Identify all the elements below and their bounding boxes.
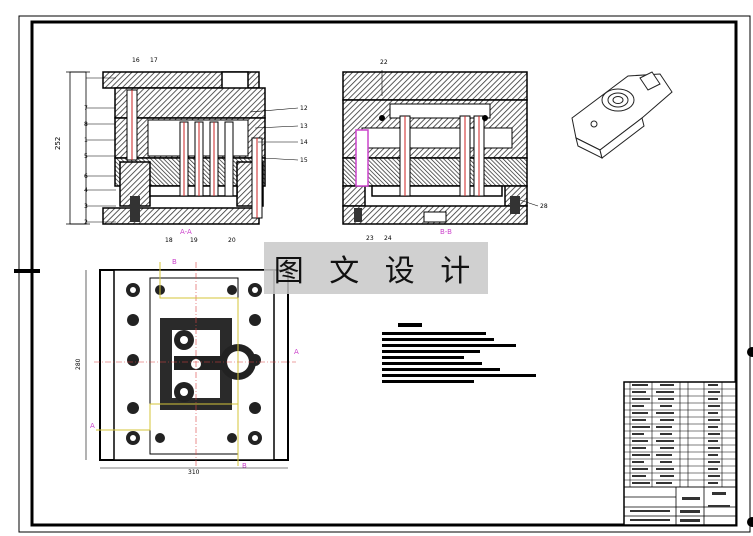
part-number: 13 [300, 123, 308, 130]
front-section-view: 252 16 17 7 8 1 5 6 4 3 2 12 13 14 15 18… [54, 57, 308, 244]
plan-view: A A B B 310 280 [75, 258, 299, 476]
inner-border [30, 20, 738, 527]
title-block [623, 381, 737, 526]
part-number: 23 [366, 235, 374, 242]
cut-marker-a: A [294, 348, 299, 356]
part-number: 14 [300, 139, 308, 146]
isometric-part-view [571, 71, 673, 159]
section-label-aa: A-A [180, 228, 192, 236]
cut-marker-b: B [242, 462, 247, 470]
part-number: 6 [84, 173, 88, 180]
part-number: 20 [228, 237, 236, 244]
section-label-bb: B-B [440, 228, 452, 236]
cut-marker-b: B [172, 258, 177, 266]
part-number: 19 [190, 237, 198, 244]
part-number: 2 [84, 219, 88, 226]
part-number: 1 [84, 137, 88, 144]
part-number: 3 [84, 203, 88, 210]
part-number: 28 [540, 203, 548, 210]
cut-marker-a: A [90, 422, 95, 430]
dimension-front-height: 252 [54, 137, 62, 150]
part-number: 16 [132, 57, 140, 64]
technical-notes [382, 323, 536, 383]
outer-border [18, 15, 751, 533]
part-number: 12 [300, 105, 308, 112]
part-number: 18 [165, 237, 173, 244]
part-number: 7 [84, 105, 88, 112]
part-number: 15 [300, 157, 308, 164]
side-section-view: 22 28 23 24 B-B [342, 59, 548, 242]
part-number: 4 [84, 187, 88, 194]
part-number: 24 [384, 235, 392, 242]
part-number: 5 [84, 153, 88, 160]
edge-mark [747, 517, 753, 527]
watermark-banner: 图 文 设 计 [264, 242, 488, 294]
part-number: 17 [150, 57, 158, 64]
part-number: 22 [380, 59, 388, 66]
dimension-plan-height: 280 [75, 358, 82, 370]
part-number: 8 [84, 121, 88, 128]
edge-mark [747, 347, 753, 357]
dimension-plan-width: 310 [188, 469, 200, 476]
